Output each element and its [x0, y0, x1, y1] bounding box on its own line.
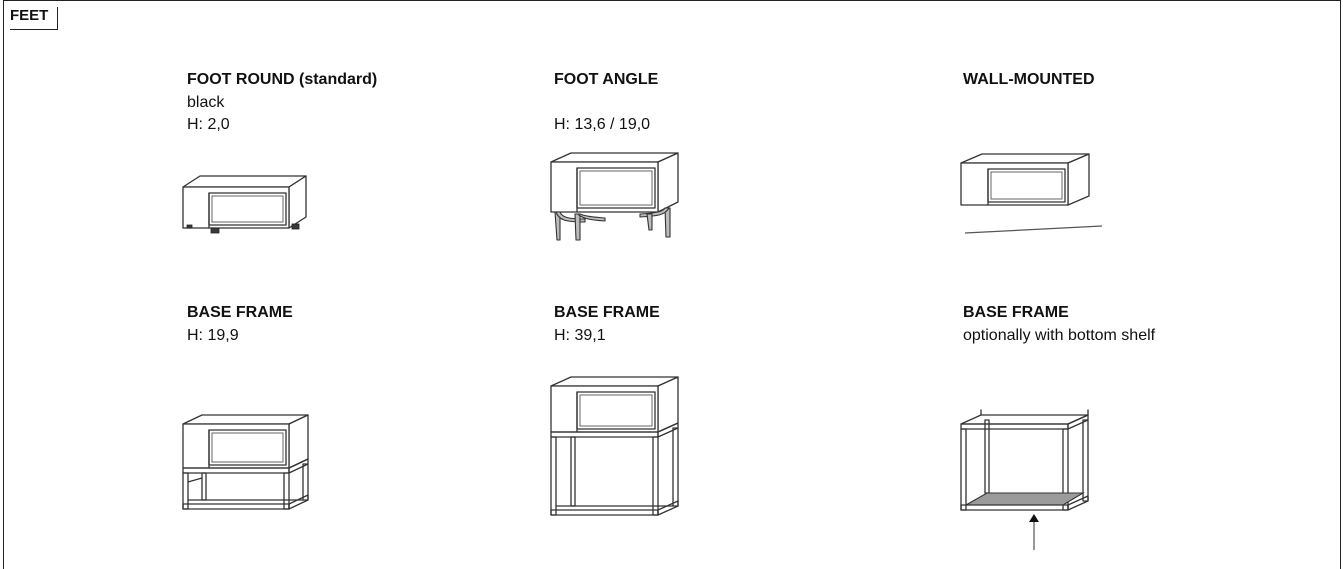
option-height: H: 19,9 [187, 327, 239, 344]
base-frame-bottom-shelf-icon [960, 409, 1089, 550]
option-height: H: 13,6 / 19,0 [554, 116, 651, 133]
option-base-frame-high: BASE FRAME H: 39,1 [554, 303, 660, 346]
option-title: WALL-MOUNTED [963, 71, 1095, 88]
option-title: BASE FRAME [554, 304, 660, 321]
option-title: BASE FRAME [187, 304, 293, 321]
option-title: BASE FRAME [963, 304, 1069, 321]
option-title: FOOT ROUND (standard) [187, 71, 378, 88]
nightstand-low-base-frame-icon [182, 414, 309, 510]
option-title: FOOT ANGLE [554, 71, 659, 88]
nightstand-wall-mounted-icon [960, 153, 1103, 234]
page-frame [3, 0, 1341, 569]
option-base-frame-shelf: BASE FRAME optionally with bottom shelf [963, 303, 1155, 346]
nightstand-high-base-frame-icon [550, 376, 679, 516]
option-color: black [187, 94, 225, 111]
option-note: optionally with bottom shelf [963, 327, 1156, 344]
nightstand-angle-feet-icon [550, 152, 679, 241]
option-foot-round: FOOT ROUND (standard) black H: 2,0 [187, 70, 377, 135]
section-title: FEET [10, 7, 59, 30]
option-wall-mounted: WALL-MOUNTED [963, 70, 1095, 90]
option-base-frame-low: BASE FRAME H: 19,9 [187, 303, 293, 346]
option-height: H: 39,1 [554, 327, 606, 344]
option-note [554, 93, 658, 113]
option-foot-angle: FOOT ANGLE H: 13,6 / 19,0 [554, 70, 658, 135]
option-height: H: 2,0 [187, 116, 230, 133]
nightstand-round-feet-icon [182, 175, 307, 234]
